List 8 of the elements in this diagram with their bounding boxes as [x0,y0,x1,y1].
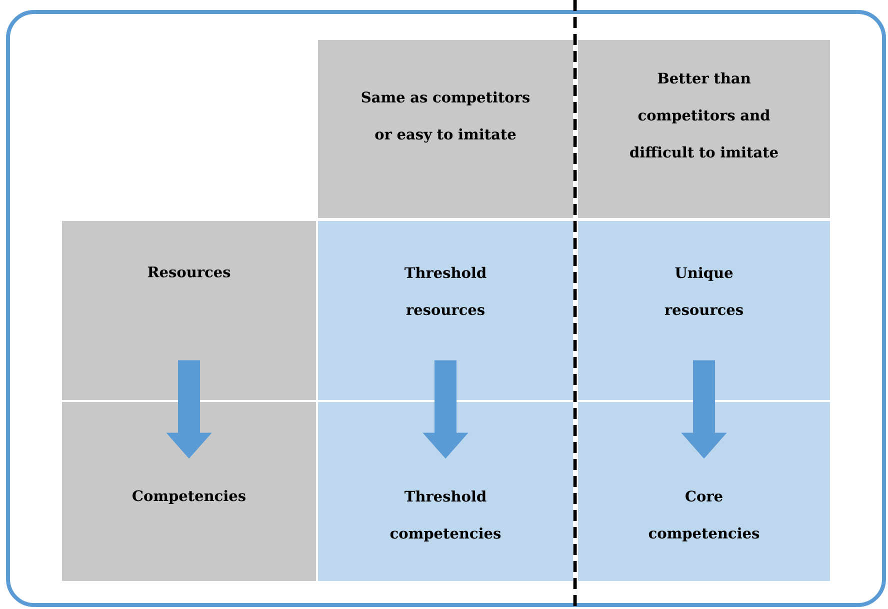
grid-cell: Threshold competencies [318,402,573,581]
grid-cell: Competencies [62,402,316,581]
grid-cell: Resources [62,221,316,400]
grid-cell: Better than competitors and difficult to imitate [578,40,830,218]
grid-cell: Core competencies [578,402,830,581]
grid-cell: Unique resources [578,221,830,400]
grid-cell: Same as competitors or easy to imitate [318,40,573,218]
grid-cell: Threshold resources [318,221,573,400]
